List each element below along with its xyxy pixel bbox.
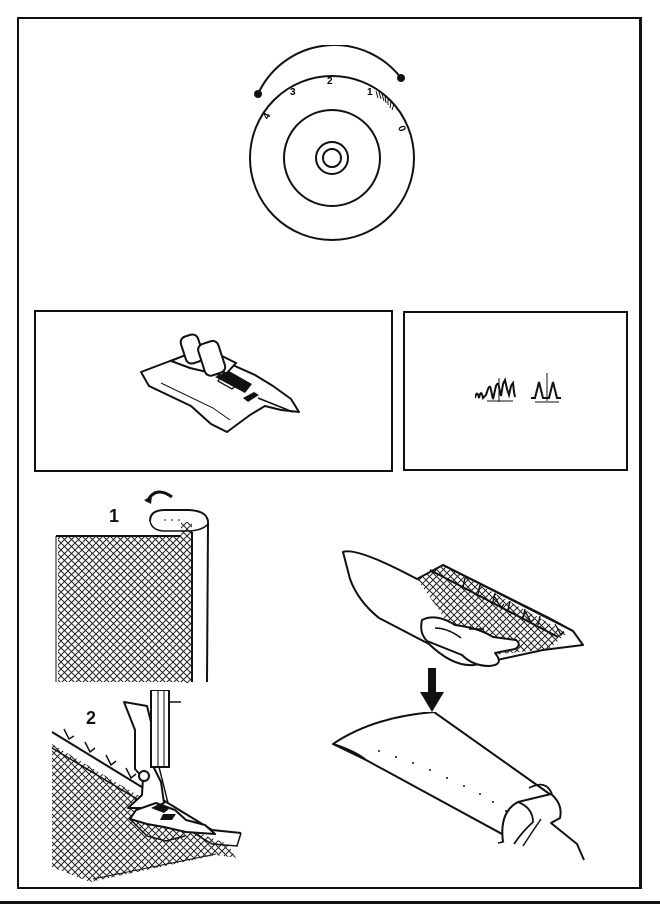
dial-number-4: 4 <box>261 111 274 122</box>
dial-number-0: 0 <box>395 124 407 133</box>
step-1-label: 1 <box>109 506 120 526</box>
measuring-hem-illustration <box>342 550 584 667</box>
dial-number-1: 1 <box>367 87 373 98</box>
sewing-hem-illustration <box>51 690 242 882</box>
fold-fabric-illustration <box>55 490 210 683</box>
presser-foot-panel <box>34 310 393 472</box>
step-2-label: 2 <box>86 708 97 728</box>
dial-number-3: 3 <box>290 87 296 98</box>
finished-hem-illustration <box>332 712 585 861</box>
bottom-rule <box>0 901 660 904</box>
stitch-pattern-panel <box>403 311 628 471</box>
arrow-down-icon <box>420 668 444 712</box>
dial-number-2: 2 <box>327 76 333 87</box>
stitch-width-dial: 4 3 2 1 0 <box>249 45 415 241</box>
dial-tick-marks <box>375 90 395 111</box>
zigzag-stitch-pattern-icon <box>475 373 561 403</box>
zigzag-presser-foot-icon <box>140 333 300 433</box>
